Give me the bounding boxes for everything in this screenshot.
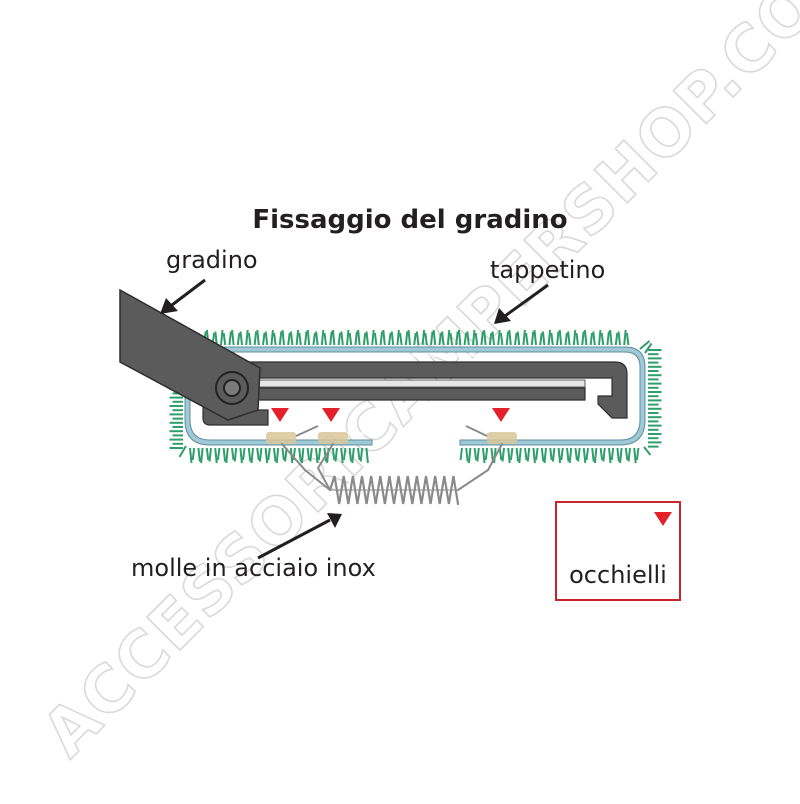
legend-eyelet-marker — [654, 512, 672, 526]
eyelet-marker-1 — [271, 408, 289, 422]
stainless-steel-spring — [281, 443, 503, 506]
label-gradino: gradino — [166, 246, 258, 274]
molle-pointer-arrow — [257, 513, 342, 560]
eyelet-clip-left-1 — [266, 432, 296, 444]
clip-hook-right — [465, 425, 488, 437]
diagram-title: Fissaggio del gradino — [252, 205, 567, 235]
label-molle: molle in acciaio inox — [131, 554, 376, 582]
eyelet-clip-left-2 — [318, 432, 348, 444]
mat-frame — [184, 346, 646, 446]
legend-box: occhielli — [555, 501, 681, 601]
clip-hook-left — [295, 425, 319, 437]
gradino-pointer-arrow — [160, 278, 206, 314]
label-tappetino: tappetino — [490, 256, 605, 284]
tappetino-pointer-arrow — [494, 283, 549, 324]
step-rail-inner — [224, 379, 586, 388]
eyelet-marker-3 — [492, 408, 510, 422]
legend-label-occhielli: occhielli — [569, 561, 667, 589]
eyelet-marker-2 — [322, 408, 340, 422]
eyelet-clip-right — [487, 432, 517, 444]
step-pivot-pin — [223, 379, 241, 397]
